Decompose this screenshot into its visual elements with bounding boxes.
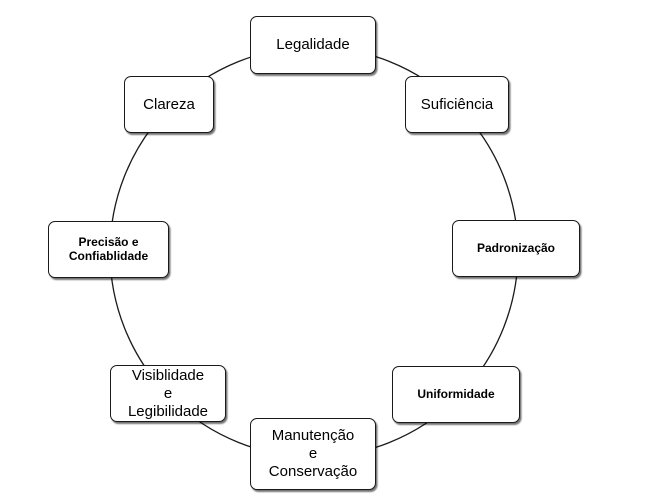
node-suficiencia-label: Suficiência	[420, 95, 494, 113]
node-manutencao-conservacao: Manutenção e Conservação	[250, 418, 376, 490]
node-visiblidade-legibilidade: Visiblidade e Legibilidade	[110, 365, 226, 422]
node-precisao-confiablidade: Precisão e Confiablidade	[48, 221, 169, 278]
node-manutencao-conservacao-label: Manutenção e Conservação	[268, 427, 358, 480]
node-uniformidade: Uniformidade	[392, 366, 520, 423]
node-legalidade-label: Legalidade	[276, 36, 350, 54]
node-precisao-confiablidade-label: Precisão e Confiablidade	[68, 234, 149, 263]
node-uniformidade-label: Uniformidade	[417, 386, 495, 401]
node-clareza: Clareza	[124, 76, 214, 133]
node-clareza-label: Clareza	[143, 95, 195, 113]
node-padronizacao: Padronização	[452, 220, 580, 277]
node-suficiencia: Suficiência	[405, 76, 509, 133]
node-visiblidade-legibilidade-label: Visiblidade e Legibilidade	[127, 366, 209, 420]
node-legalidade: Legalidade	[250, 16, 376, 74]
node-padronizacao-label: Padronização	[476, 240, 556, 255]
